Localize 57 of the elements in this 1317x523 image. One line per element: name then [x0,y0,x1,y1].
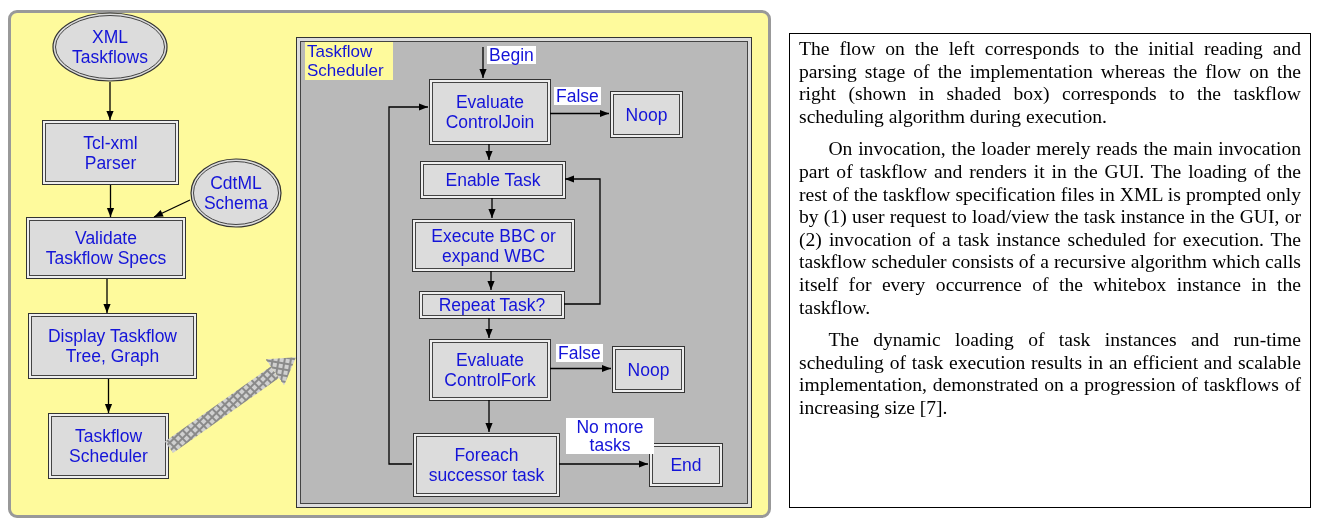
arrow [488,197,496,219]
paragraph: On invocation, the loader merely reads the main invocation part of taskflow and renders it in the GUI. The loading of the rest of the taskflow specification files in XML is prompted only by (1) user request to load/view the task instance in the GUI, or (2) invocation of a task instance scheduled for execution. The taskflow scheduler consists of a recursive algorithm which calls itself for every occurrence of the whitebox instance in the taskflow. [799,138,1301,320]
arrow [103,278,111,314]
edge-label: False [554,87,601,105]
process-box [28,313,197,379]
process-box [649,443,723,487]
process-box [612,346,685,393]
box-label: Repeat Task? [437,295,547,315]
process-box [610,91,683,138]
box-label: Tcl-xml Parser [82,132,139,173]
box-label: Display Taskflow Tree, Graph [47,326,178,366]
box-label: Noop [626,359,671,380]
arrow [153,199,191,218]
arrow [487,270,495,291]
box-label: CdtML Schema [202,173,270,213]
box-label: Taskflow Scheduler [68,426,149,466]
box-label: XML Taskflows [71,27,149,67]
ellipse-node [52,12,168,82]
arrow [106,81,114,121]
process-box [419,291,565,319]
group-heading: Taskflow Scheduler [305,42,393,80]
box-label: End [669,455,703,475]
arrow [563,175,601,305]
arrow [104,378,113,414]
process-box [48,413,169,479]
process-box [420,161,566,199]
box-label: Foreach successor task [427,445,546,485]
arrow [106,184,115,218]
box-label: Evaluate ControlFork [443,350,537,390]
arrow [485,143,493,161]
process-box [42,120,179,185]
box-label: Noop [624,104,669,125]
block-arrow [164,357,296,454]
box-label: Validate Taskflow Specs [44,228,168,268]
box-label: Enable Task [444,170,542,190]
arrow [485,399,493,433]
edge-label: No more tasks [566,418,654,454]
text-panel [789,33,1311,508]
ellipse-node [190,158,282,228]
arrow [549,109,610,118]
process-box [412,219,575,272]
box-label: Evaluate ControlJoin [444,92,536,132]
paragraph: The flow on the left corresponds to the initial reading and parsing stage of the implementation whereas the flow on the right (shown in shaded box) corresponds to the taskflow scheduling algorithm during execution. [799,38,1301,129]
arrow [485,317,493,339]
process-box [26,217,186,279]
scheduler-group-box [296,37,752,508]
arrow [388,103,429,465]
box-label: Execute BBC or expand WBC [430,225,557,266]
edge-label: Begin [487,46,536,64]
edge-label: False [556,344,603,362]
paragraph: The dynamic loading of task instances and run-time scheduling of task execution results in an efficient and scalable implementation, demonstrated on a progression of taskflows of increasing size [7]. [799,329,1301,420]
arrow [558,460,649,468]
arrow [479,46,487,79]
process-box [429,339,551,401]
process-box [413,433,560,497]
process-box [429,79,551,145]
arrow [549,364,612,373]
